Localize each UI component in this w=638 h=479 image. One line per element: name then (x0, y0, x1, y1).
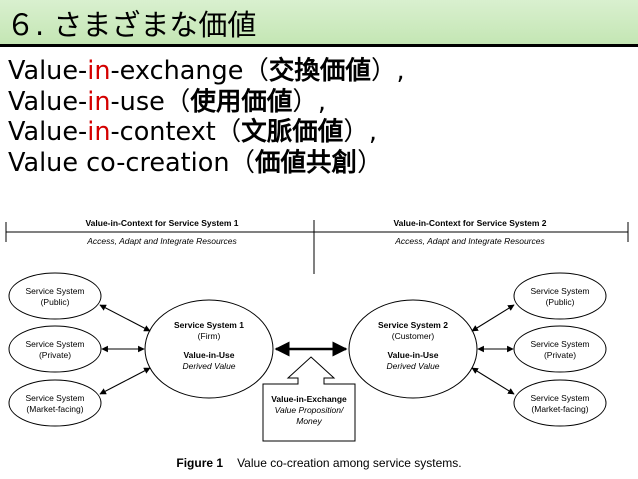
svg-text:Service System 1: Service System 1 (174, 320, 244, 330)
slide-title: ６. さまざまな価値 (6, 8, 257, 42)
term-prefix: Value co-creation（ (8, 147, 256, 178)
svg-text:Value-in-Exchange: Value-in-Exchange (271, 394, 347, 404)
svg-text:Service System: Service System (530, 286, 589, 296)
svg-text:(Private): (Private) (544, 350, 576, 360)
svg-text:Service System: Service System (25, 286, 84, 296)
right-service-system-private: Service System (Private) (513, 325, 607, 373)
term-end: ） (357, 147, 383, 178)
term-in-highlight: in (87, 86, 111, 117)
svg-text:(Firm): (Firm) (198, 331, 221, 341)
term-end: ）, (370, 56, 405, 86)
svg-text:Service System: Service System (530, 339, 589, 349)
term-prefix: Value- (8, 117, 88, 147)
value-term-line: Value co-creation（価値共創） (8, 148, 405, 179)
right-service-system-market: Service System (Market-facing) (513, 379, 607, 427)
right-context-sub: Access, Adapt and Integrate Resources (394, 236, 545, 246)
right-arrows (471, 304, 515, 395)
service-system-2: Service System 2 (Customer) Value-in-Use… (348, 299, 478, 399)
svg-text:(Customer): (Customer) (392, 331, 435, 341)
svg-text:Derived Value: Derived Value (386, 361, 439, 371)
value-terms-list: Value-in-exchange（交換価値）, Value-in-use（使用… (8, 56, 405, 178)
svg-text:(Public): (Public) (41, 297, 70, 307)
term-japanese: 使用価値 (190, 86, 293, 117)
term-in-highlight: in (87, 117, 111, 147)
term-end: ）, (343, 117, 377, 147)
left-service-system-private: Service System (Private) (8, 325, 102, 373)
figure-caption-text: Value co-creation among service systems. (237, 456, 462, 470)
svg-text:Service System: Service System (25, 339, 84, 349)
term-suffix: -use（ (110, 86, 191, 117)
svg-text:(Market-facing): (Market-facing) (531, 404, 588, 414)
term-in-highlight: in (87, 56, 111, 86)
svg-text:Service System: Service System (530, 393, 589, 403)
figure-caption: Figure 1 Value co-creation among service … (0, 456, 638, 470)
svg-text:Derived Value: Derived Value (182, 361, 235, 371)
svg-text:(Public): (Public) (546, 297, 575, 307)
term-japanese: 価値共創 (255, 147, 358, 178)
svg-text:(Private): (Private) (39, 350, 71, 360)
term-end: ）, (292, 86, 326, 117)
left-context-sub: Access, Adapt and Integrate Resources (86, 236, 237, 246)
term-suffix: -context（ (110, 117, 242, 147)
value-term-line: Value-in-exchange（交換価値）, (8, 56, 405, 87)
service-system-1: Service System 1 (Firm) Value-in-Use Der… (144, 299, 274, 399)
svg-text:Service System: Service System (25, 393, 84, 403)
value-cocreation-diagram: Value-in-Context for Service System 1 Ac… (5, 218, 629, 442)
svg-text:Value-in-Use: Value-in-Use (387, 350, 438, 360)
value-term-line: Value-in-use（使用価値）, (8, 87, 405, 118)
slide-title-bar: ６. さまざまな価値 (0, 0, 638, 47)
term-prefix: Value- (8, 56, 88, 86)
value-term-line: Value-in-context（文脈価値）, (8, 117, 405, 148)
term-suffix: -exchange（ (110, 56, 269, 86)
left-service-system-market: Service System (Market-facing) (8, 379, 102, 427)
term-japanese: 文脈価値 (241, 117, 344, 147)
term-japanese: 交換価値 (268, 56, 371, 86)
svg-text:(Market-facing): (Market-facing) (26, 404, 83, 414)
right-context-header: Value-in-Context for Service System 2 (393, 218, 546, 228)
left-context-header: Value-in-Context for Service System 1 (85, 218, 238, 228)
left-arrows (99, 304, 151, 395)
context-bracket (5, 220, 629, 274)
svg-text:Money: Money (296, 416, 322, 426)
left-service-system-public: Service System (Public) (8, 272, 102, 320)
right-service-system-public: Service System (Public) (513, 272, 607, 320)
svg-text:Value-in-Use: Value-in-Use (183, 350, 234, 360)
figure-label: Figure 1 (176, 456, 224, 470)
svg-text:Service System 2: Service System 2 (378, 320, 448, 330)
term-prefix: Value- (8, 86, 88, 117)
value-in-exchange-box: Value-in-Exchange Value Proposition/ Mon… (262, 356, 356, 442)
svg-text:Value Proposition/: Value Proposition/ (275, 405, 345, 415)
